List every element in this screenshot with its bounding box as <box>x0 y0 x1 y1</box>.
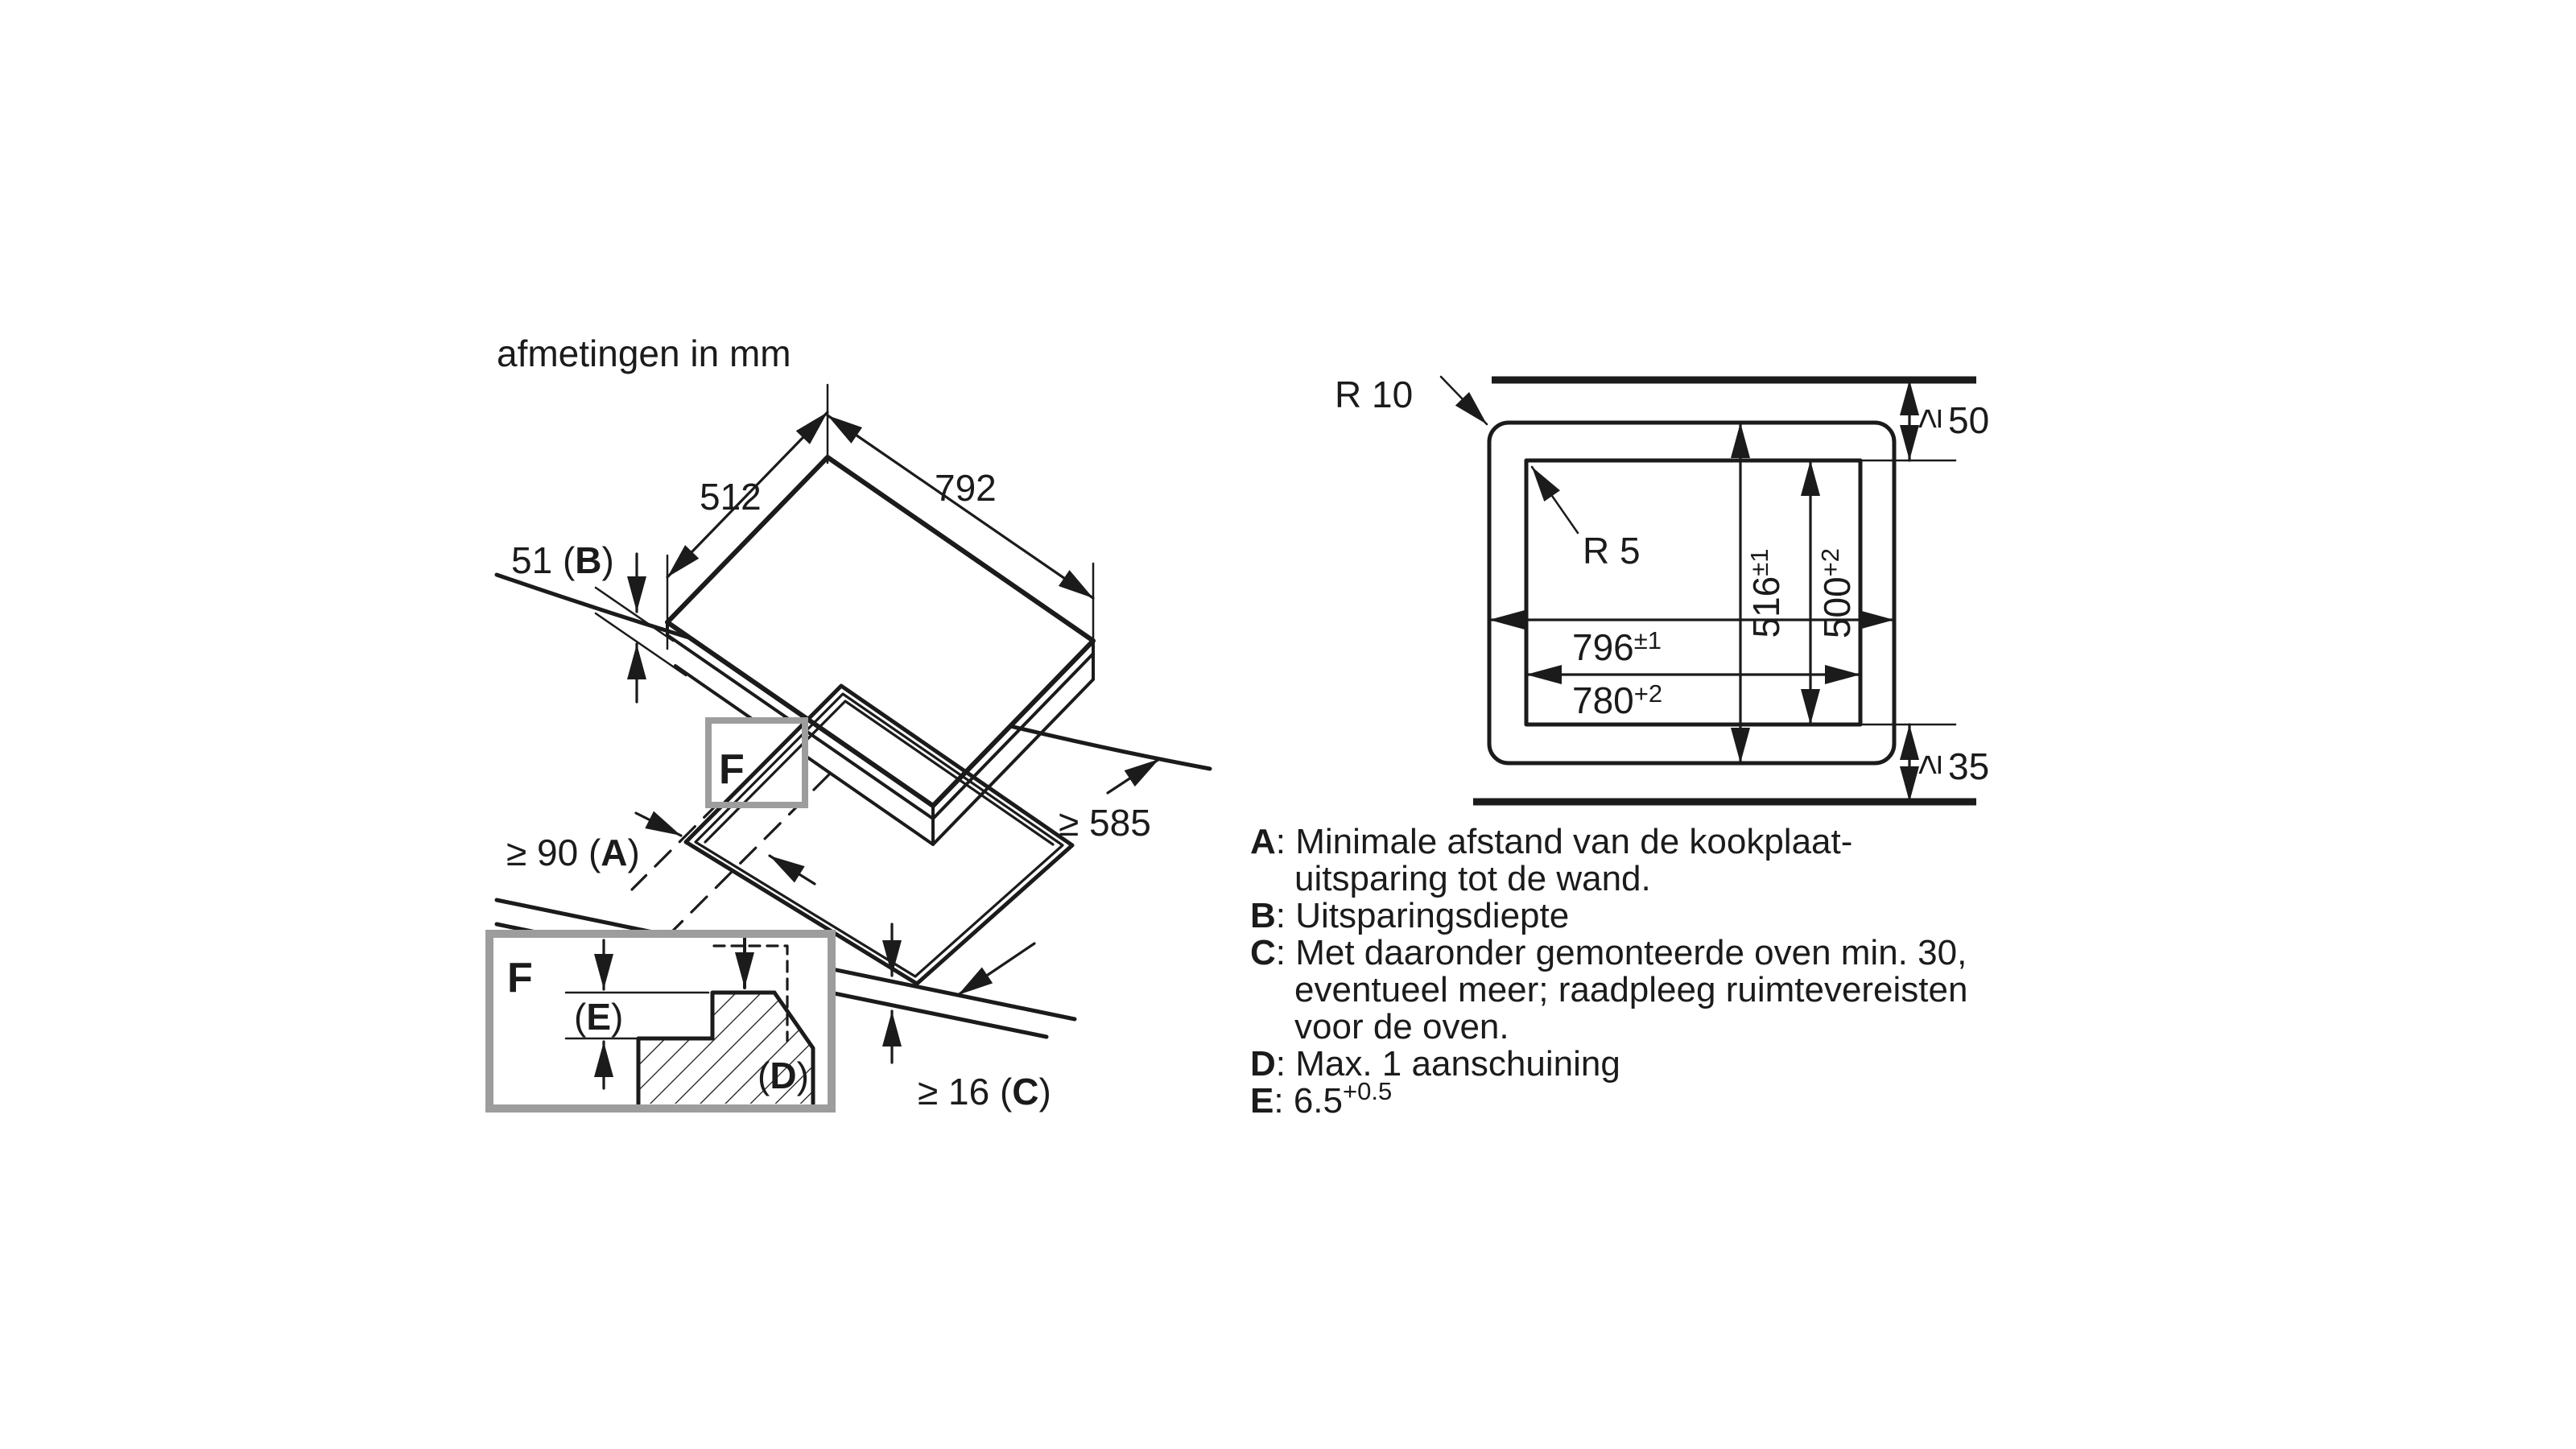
legend-item-c-line2: eventueel meer; raadpleeg ruimtevereiste… <box>1294 970 1967 1009</box>
dim-label-35: 35 <box>1948 745 1989 787</box>
dim-label-500: 500+2 <box>1816 548 1858 638</box>
legend-item-b: B: Uitsparingsdiepte <box>1250 896 1569 935</box>
dim-label-50: 50 <box>1948 399 1989 441</box>
detail-f-label-d: (D) <box>758 1055 809 1096</box>
f-marker-label: F <box>719 746 745 793</box>
dim-label-35-symbol: ≥ <box>1907 754 1949 774</box>
dim-label-c: ≥ 16 (C) <box>918 1071 1051 1113</box>
dim-label-b: 51 (B) <box>511 539 614 581</box>
leader-r10 <box>1439 375 1488 426</box>
dim-label-796: 796±1 <box>1572 626 1662 668</box>
cutout-inner-rect <box>1524 458 1863 727</box>
detail-f-box: F (E) (D) <box>485 930 836 1113</box>
hob-drawing: 512 792 51 (B) <box>511 383 1096 846</box>
dim-label-792: 792 <box>935 467 997 509</box>
legend-item-c-line1: C: Met daaronder gemonteerde oven min. 3… <box>1250 933 1967 972</box>
legend-item-a-line2: uitsparing tot de wand. <box>1294 859 1651 898</box>
dim-label-585: ≥ 585 <box>1059 802 1151 844</box>
dim-label-780: 780+2 <box>1572 679 1662 721</box>
leader-r5 <box>1530 465 1579 535</box>
page-title: afmetingen in mm <box>497 332 791 374</box>
dim-label-50-symbol: ≥ <box>1907 408 1949 428</box>
legend-item-c-line3: voor de oven. <box>1294 1007 1509 1046</box>
f-marker-box-frame <box>705 717 808 808</box>
cutout-inner-contour <box>694 692 1064 978</box>
dim-arrow-a-left <box>634 811 683 837</box>
cutout-plan-drawing: R 10 R 5 516±1 500+2 796±1 780+2 ≥ 50 ≥ … <box>1335 374 1989 806</box>
dim-label-a: ≥ 90 (A) <box>506 832 640 873</box>
cutout-outer-rect <box>1487 420 1897 766</box>
detail-f-label-e: (E) <box>574 996 623 1038</box>
detail-f-marker-label: F <box>507 955 533 1001</box>
label-r10: R 10 <box>1335 374 1413 415</box>
dim-line-792 <box>826 414 1095 600</box>
dim-label-512: 512 <box>700 476 762 518</box>
legend-item-a-line1: A: Minimale afstand van de kookplaat- <box>1250 822 1852 861</box>
detail-f-hatch-lower <box>638 1038 712 1104</box>
legend: A: Minimale afstand van de kookplaat- ui… <box>1250 822 1967 1121</box>
dim-arrow-585-upper <box>1106 758 1161 795</box>
dim-label-516: 516±1 <box>1745 548 1787 638</box>
dim-arrow-a-right <box>768 854 816 886</box>
legend-item-e: E: 6.5+0.5 <box>1250 1077 1392 1121</box>
cutout-step-contour <box>704 700 1055 846</box>
legend-item-d: D: Max. 1 aanschuining <box>1250 1044 1620 1084</box>
dim-line-512 <box>666 411 829 579</box>
detail-f-frame <box>485 930 836 1113</box>
dim-arrow-585-lower <box>956 942 1036 997</box>
detail-f-step-profile <box>636 990 777 1106</box>
detail-f-chamfer-edge <box>772 990 815 1106</box>
label-r5: R 5 <box>1583 530 1641 572</box>
cutout-outer-contour <box>683 683 1075 986</box>
ext-line-b-top <box>594 586 675 642</box>
detail-f-dashed-corner <box>712 944 789 1042</box>
